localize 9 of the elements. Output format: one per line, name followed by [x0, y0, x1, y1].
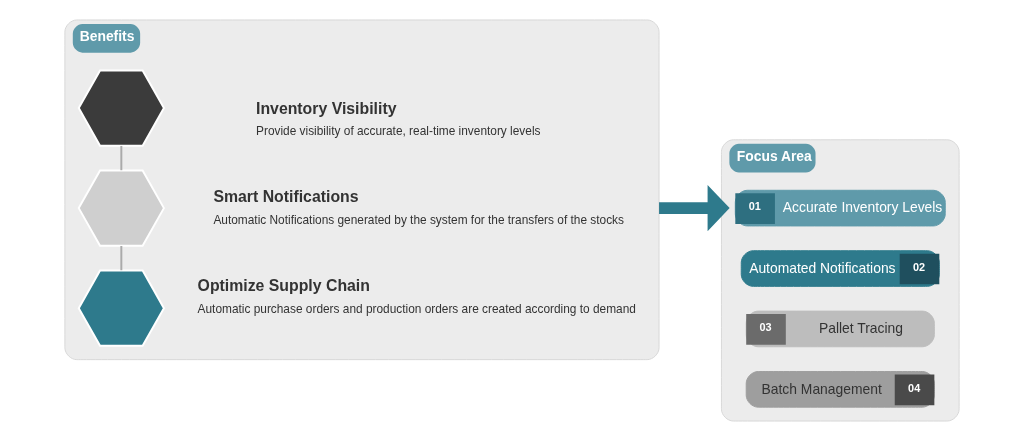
node-text: Optimize Supply Chain Automatic purchase orders and production orders are created according to demand — [197, 277, 636, 316]
connector — [120, 245, 123, 272]
node-text: Smart Notifications Automatic Notifications generated by the system for the transfers of the stocks — [213, 187, 624, 227]
connector — [120, 144, 123, 172]
node-hexagon — [77, 69, 166, 147]
arrow — [659, 184, 730, 232]
node-hexagon — [77, 169, 166, 247]
node-text: Inventory Visibility Provide visibility of accurate, real-time inventory levels — [256, 99, 541, 139]
node-hexagon — [77, 269, 166, 347]
